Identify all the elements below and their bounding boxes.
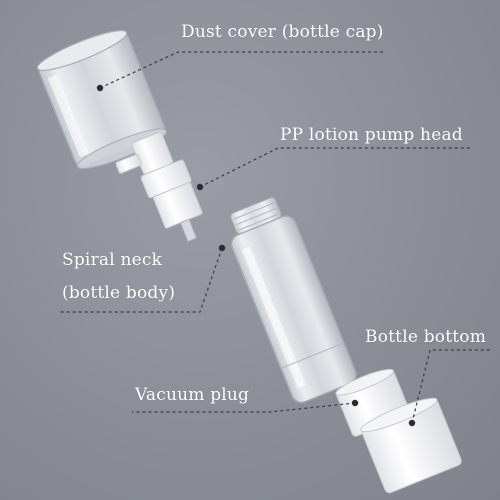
- label-vacuum-plug: Vacuum plug: [135, 385, 250, 405]
- leader-line-spiral-neck: [58, 247, 223, 313]
- bottle-body-part: [230, 197, 357, 404]
- marker-dot-dust-cover: [96, 84, 104, 92]
- bottle-bottom-part: [360, 397, 462, 494]
- label-dust-cover: Dust cover (bottle cap): [181, 22, 384, 42]
- marker-dot-pump-head: [196, 183, 204, 191]
- pump-head-part: [115, 131, 203, 242]
- leader-line-pump-head: [199, 147, 470, 188]
- label-spiral-neck-line2: (bottle body): [62, 283, 176, 303]
- leader-line-vacuum-plug: [132, 402, 356, 413]
- dust-cover-part: [36, 30, 167, 170]
- label-bottle-bottom: Bottle bottom: [365, 327, 487, 347]
- leader-line-dust-cover: [99, 51, 385, 89]
- marker-dot-spiral-neck: [218, 244, 226, 252]
- marker-dot-bottle-bottom: [408, 419, 416, 427]
- leader-line-bottle-bottom: [411, 349, 490, 424]
- marker-dot-vacuum-plug: [351, 399, 359, 407]
- label-spiral-neck-line1: Spiral neck: [62, 250, 163, 270]
- label-pump-head: PP lotion pump head: [280, 125, 463, 145]
